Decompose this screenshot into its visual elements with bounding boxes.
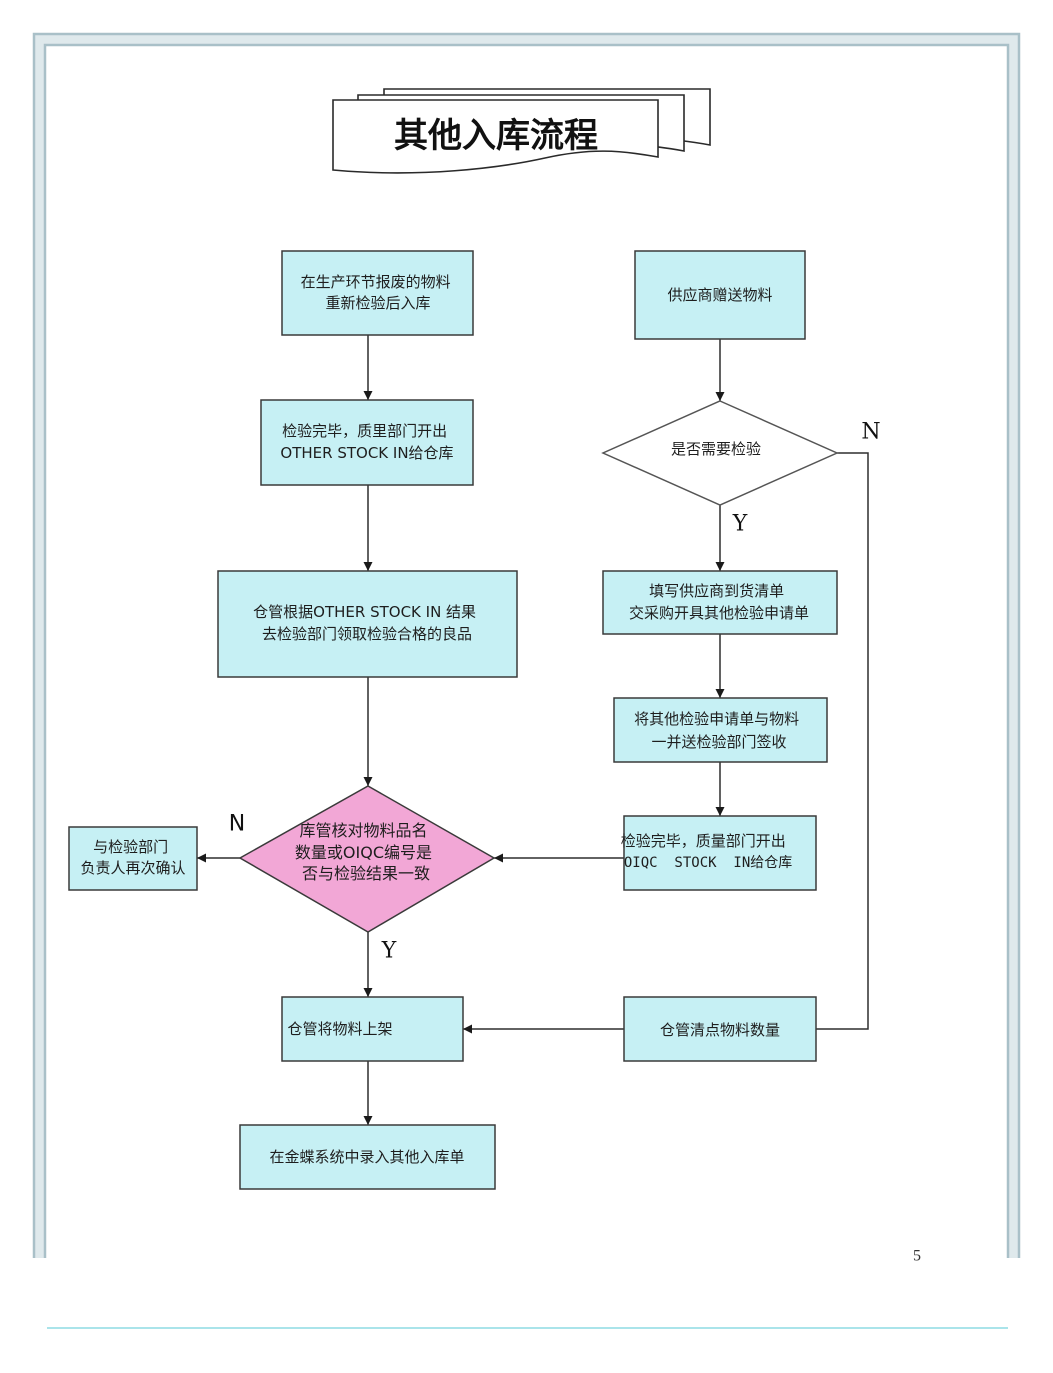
node-line: 去检验部门领取检验合格的良品 <box>262 625 472 643</box>
node-reconfirm: 与检验部门 负责人再次确认 <box>68 826 198 891</box>
node-qc-issue-other-stock-in: 检验完毕，质里部门开出 OTHER STOCK IN给仓库 <box>260 399 474 486</box>
title-banner-front-layer <box>332 99 659 174</box>
svg-text:仓管根据OTHER STOCK IN 结果 去检: 仓管根据OTHER STOCK IN 结果 去检验部门领取检验合格的良品 <box>253 603 481 643</box>
node-line: 供应商赠送物料 <box>667 286 772 304</box>
svg-text:在生产环节报废的物料 重新检验后入库: 在生产环节报废的物料 重新检验后入库 <box>301 273 456 312</box>
node-collect-good-items: 仓管根据OTHER STOCK IN 结果 去检验部门领取检验合格的良品 <box>217 570 518 678</box>
page-title: 其他入库流程 <box>394 116 598 156</box>
node-send-to-inspection: 将其他检验申请单与物料 一并送检验部门签收 <box>613 697 828 763</box>
node-scrap-reinspect: 在生产环节报废的物料 重新检验后入库 <box>281 250 474 336</box>
connectors <box>197 335 869 1125</box>
node-line: 在生产环节报废的物料 <box>301 273 451 291</box>
svg-text:库管核对物料品名 数量或OIQC编号是: 库管核对物料品名 数量或OIQC编号是 否与检验结果一致 <box>295 821 437 883</box>
node-supplier-gift: 供应商赠送物料 <box>634 250 806 340</box>
edge-inspect-no-to-count <box>816 452 869 1030</box>
node-line: 仓管将物料上架 <box>287 1020 392 1038</box>
label-verify-match-no: N <box>229 812 245 837</box>
node-line: 否与检验结果一致 <box>302 864 430 883</box>
node-line: 与检验部门 <box>93 838 168 856</box>
node-fill-arrival-list: 填写供应商到货清单 交采购开具其他检验申请单 <box>602 570 838 635</box>
node-line: 将其他检验申请单与物料 <box>634 710 799 728</box>
node-line: 一并送检验部门签收 <box>651 733 786 751</box>
page-frame <box>32 32 1021 1258</box>
node-enter-kingdee: 在金蝶系统中录入其他入库单 <box>239 1124 496 1190</box>
svg-text:检验完毕，质里部门开出 OTHER STOCK: 检验完毕，质里部门开出 OTHER STOCK IN给仓库 <box>280 422 453 462</box>
node-line: 库管核对物料品名 <box>299 821 427 840</box>
node-line: 仓管清点物料数量 <box>660 1021 780 1039</box>
node-count-items: 仓管清点物料数量 <box>623 996 817 1062</box>
node-line: 重新检验后入库 <box>325 294 430 312</box>
node-line: 交采购开具其他检验申请单 <box>629 604 809 622</box>
node-line: 数量或OIQC编号是 <box>295 843 432 862</box>
page-number: 5 <box>913 1248 921 1265</box>
title-banner: 其他入库流程 <box>332 88 711 174</box>
svg-text:与检验部门 负责人再次确认: 与检验部门 负责人再次确认 <box>80 838 185 877</box>
node-line: 是否需要检验 <box>671 440 761 458</box>
svg-text:填写供应商到货清单 交采购开具其他检验申请单: 填写供应商到货清单 交采购开具其他检验申请单 <box>629 582 809 622</box>
label-need-inspection-yes: Y <box>732 512 748 537</box>
svg-text:检验完毕，质量部门开出 OIQC STOCK: 检验完毕，质量部门开出 OIQC STOCK IN给仓库 <box>621 0 819 872</box>
label-verify-match-yes: Y <box>381 939 397 964</box>
svg-text:将其他检验申请单与物料 一并送检验部门签收: 将其他检验申请单与物料 一并送检验部门签收 <box>634 710 804 751</box>
node-line: 填写供应商到货清单 <box>649 582 784 600</box>
node-shelve: 仓管将物料上架 <box>281 996 464 1062</box>
label-need-inspection-no: N <box>861 420 880 445</box>
node-line: OTHER STOCK IN给仓库 <box>280 444 453 462</box>
decision-need-inspection: 是否需要检验 <box>601 400 839 506</box>
node-line: 检验完毕，质里部门开出 <box>282 422 447 440</box>
decision-verify-match: 库管核对物料品名 数量或OIQC编号是 否与检验结果一致 <box>238 785 496 933</box>
node-line: 检验完毕，质量部门开出 <box>621 832 786 850</box>
node-line: OIQC STOCK IN给仓库 <box>624 855 792 871</box>
node-qc-issue-oiqc: 检验完毕，质量部门开出 OIQC STOCK IN给仓库 <box>621 0 819 891</box>
node-line: 负责人再次确认 <box>80 859 185 877</box>
node-line: 在金蝶系统中录入其他入库单 <box>269 1148 464 1166</box>
node-line: 仓管根据OTHER STOCK IN 结果 <box>253 603 476 621</box>
